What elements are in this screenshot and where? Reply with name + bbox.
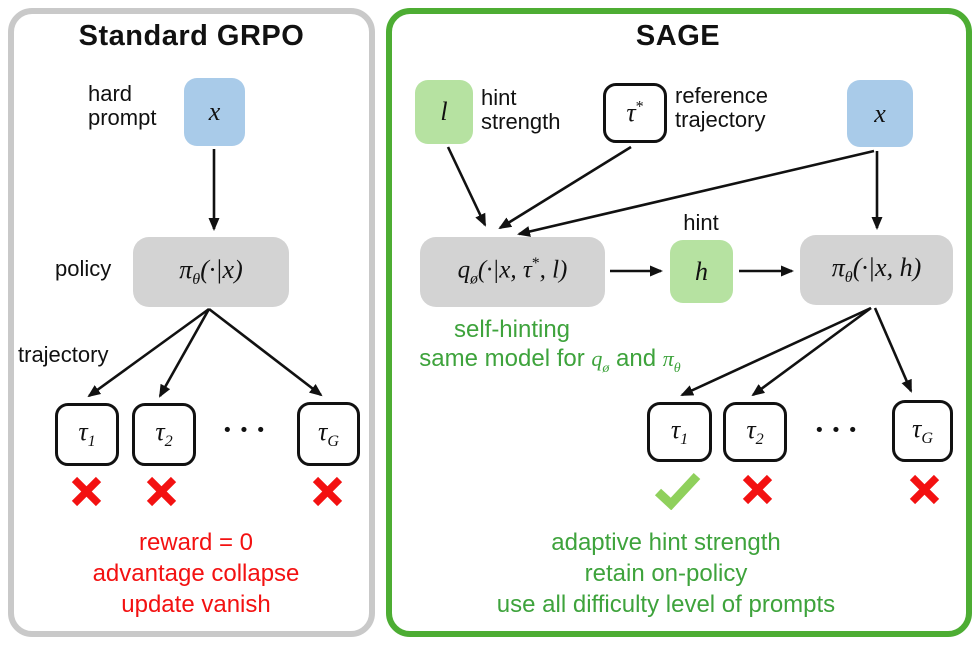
reference-trajectory-label: reference trajectory	[675, 83, 768, 132]
check-icon	[651, 470, 703, 515]
hard-prompt-label: hard prompt	[88, 81, 157, 130]
h-symbol: h	[695, 256, 708, 286]
x-symbol: x	[874, 98, 886, 128]
tau-G: τG	[318, 416, 339, 451]
reference-trajectory-box: τ*	[603, 83, 667, 143]
ellipsis: ···	[222, 411, 273, 447]
tau-1: τ1	[78, 417, 96, 451]
trajectory-box-1: τ1	[55, 403, 119, 466]
hint-strength-label: hint strength	[481, 85, 561, 134]
hard-prompt-x-box: x	[184, 78, 245, 146]
grpo-panel-frame	[8, 8, 375, 637]
x-icon	[906, 471, 943, 513]
ellipsis: ···	[814, 411, 865, 447]
prompt-x-box: x	[847, 80, 913, 147]
sage-title: SAGE	[635, 20, 721, 52]
tau-G: τG	[912, 413, 933, 448]
grpo-title: Standard GRPO	[78, 20, 305, 52]
l-symbol: l	[440, 97, 448, 126]
tau-1: τ1	[670, 414, 689, 449]
trajectory-box-1: τ1	[647, 402, 712, 462]
same-model-note: same model for qø and πθ	[419, 345, 681, 376]
policy-formula: πθ(·|x, h)	[831, 252, 922, 287]
grpo-failure-notes: reward = 0 advantage collapse update van…	[92, 529, 300, 618]
sage-policy-box: πθ(·|x, h)	[800, 235, 953, 305]
tau-star-symbol: τ*	[626, 98, 644, 127]
trajectory-box-G: τG	[892, 400, 953, 462]
policy-box: πθ(·|x)	[133, 237, 289, 307]
x-icon	[68, 473, 105, 515]
trajectory-box-G: τG	[297, 402, 360, 466]
policy-formula: πθ(·|x)	[179, 254, 243, 289]
sage-benefit-notes: adaptive hint strength retain on-policy …	[496, 529, 836, 618]
trajectory-label: trajectory	[18, 342, 109, 367]
tau-2: τ2	[746, 414, 764, 449]
hint-label: hint	[683, 210, 719, 235]
q-formula: qø(·|x, τ*, l)	[457, 255, 568, 288]
self-hinting-note: self-hinting	[453, 316, 571, 343]
x-icon	[143, 473, 180, 515]
x-icon	[739, 471, 776, 513]
policy-label: policy	[55, 256, 112, 281]
x-icon	[309, 473, 346, 515]
tau-2: τ2	[155, 417, 173, 451]
sage-panel-frame	[386, 8, 972, 637]
x-symbol: x	[208, 97, 221, 126]
hint-strength-l-box: l	[415, 80, 473, 144]
trajectory-box-2: τ2	[723, 402, 787, 462]
hint-generator-box: qø(·|x, τ*, l)	[420, 237, 605, 307]
trajectory-box-2: τ2	[132, 403, 196, 466]
hint-h-box: h	[670, 240, 733, 303]
